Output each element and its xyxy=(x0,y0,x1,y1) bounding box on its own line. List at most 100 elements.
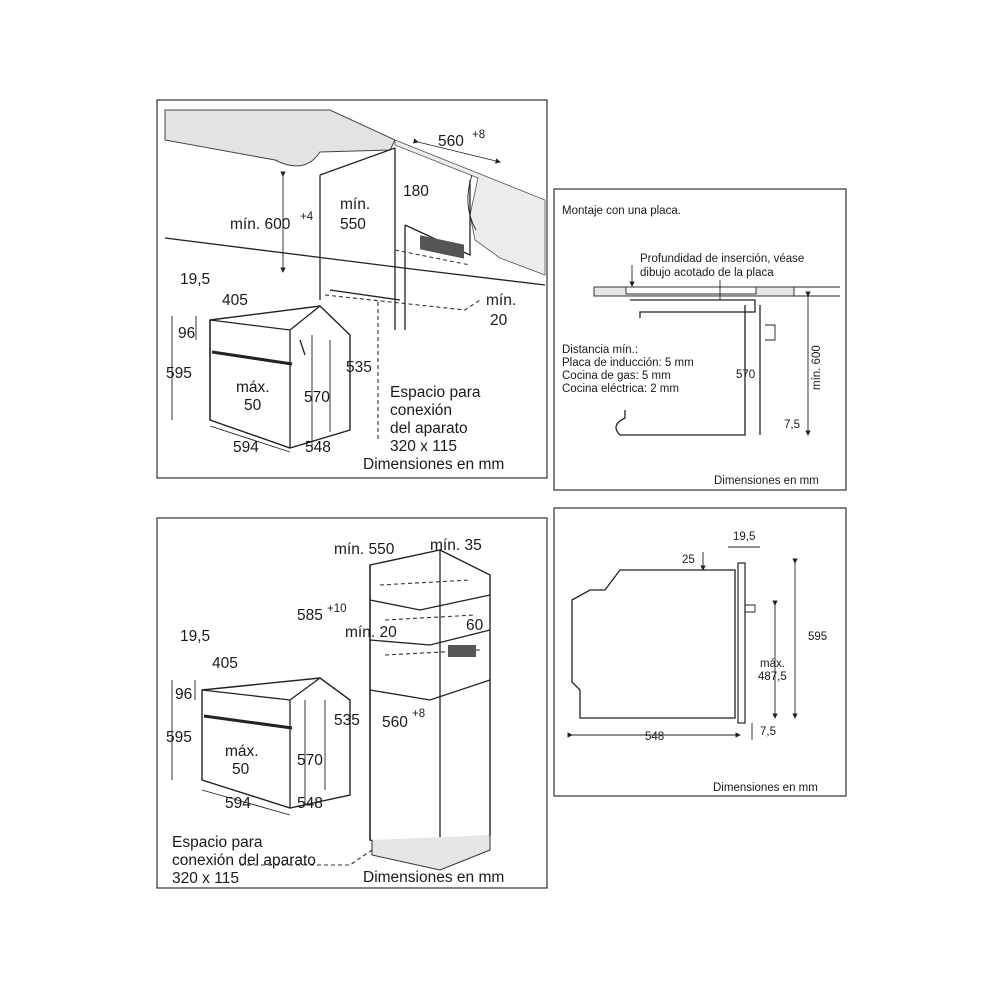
panel2-title: Montaje con una placa. xyxy=(562,205,681,217)
dim-96-p3: 96 xyxy=(175,686,192,703)
oven-dimension-lines-1 xyxy=(171,316,331,453)
dim-585-tol-p3: +10 xyxy=(327,603,347,615)
espacio3-line-2: conexión del aparato xyxy=(172,852,316,869)
dim-min20-a: mín. xyxy=(486,292,516,309)
dim-min20-b: 20 xyxy=(490,312,508,329)
dim-180: 180 xyxy=(403,183,429,200)
dim-570: 570 xyxy=(304,389,330,406)
dim-line-560 xyxy=(412,138,501,164)
dim-min600: mín. 600 xyxy=(230,216,291,233)
dim-min35-p3: mín. 35 xyxy=(430,537,482,554)
door-knob-profile xyxy=(745,604,756,613)
oven-control-1 xyxy=(299,339,306,356)
dim-19-5-p3: 19,5 xyxy=(180,628,210,645)
oven-handle-1 xyxy=(211,350,293,366)
panel-tall-cabinet: mín. 550 mín. 35 585 +10 mín. 20 60 560 … xyxy=(156,517,548,889)
dim-595: 595 xyxy=(166,365,192,382)
oven-front-1 xyxy=(209,305,321,448)
dim-405-p3: 405 xyxy=(212,655,238,672)
panel-hob-mounting: Montaje con una placa. Profundidad de in… xyxy=(553,188,847,491)
hob-underside xyxy=(630,299,756,318)
dim-535-p3: 535 xyxy=(334,712,360,729)
dim-560-p3: 560 xyxy=(382,714,408,731)
units-label-3: Dimensiones en mm xyxy=(363,869,504,886)
oven-profile xyxy=(571,569,736,719)
oven-door-profile xyxy=(737,562,746,724)
floor-line xyxy=(164,237,546,286)
dim-535: 535 xyxy=(346,359,372,376)
hob xyxy=(625,286,757,295)
tall-cabinet xyxy=(369,549,491,856)
dim-min550-p3: mín. 550 xyxy=(334,541,395,558)
units-label-4: Dimensiones en mm xyxy=(713,782,818,794)
dim-7-5-p4: 7,5 xyxy=(760,726,776,738)
dim-585-p3: 585 xyxy=(297,607,323,624)
oven-front-3 xyxy=(201,677,321,808)
dim-25-p4: 25 xyxy=(682,554,695,566)
dim-595-p4: 595 xyxy=(808,631,827,643)
tall-cabinet-shelves xyxy=(369,594,491,701)
dist-line-3: Cocina de gas: 5 mm xyxy=(562,370,671,382)
dim-7-5-p2: 7,5 xyxy=(784,419,800,431)
dim-594: 594 xyxy=(233,439,259,456)
units-label-2: Dimensiones en mm xyxy=(714,475,819,487)
dim-594-p3: 594 xyxy=(225,795,251,812)
dim-max-a-p4: máx. xyxy=(760,658,785,670)
panel-2-frame xyxy=(553,188,847,491)
dim-max50-b: 50 xyxy=(244,397,262,414)
panel-side-view: 19,5 25 595 máx. 487,5 548 7,5 Dimension… xyxy=(553,507,847,797)
countertop-extension xyxy=(794,286,840,297)
dim-548: 548 xyxy=(305,439,331,456)
dim-405: 405 xyxy=(222,292,248,309)
niche-dashed xyxy=(324,249,481,311)
dist-line-1: Distancia mín.: xyxy=(562,344,638,356)
dim-min600-p2: mín. 600 xyxy=(811,345,823,390)
dim-595-p3: 595 xyxy=(166,729,192,746)
espacio-line-4: 320 x 115 xyxy=(390,438,457,455)
espacio3-line-1: Espacio para xyxy=(172,834,263,851)
cabinet-side xyxy=(404,180,471,330)
dim-548-p4: 548 xyxy=(645,731,664,743)
dim-560-tol-p3: +8 xyxy=(412,708,425,720)
cabinet-opening xyxy=(319,147,401,330)
dim-min550-b: 550 xyxy=(340,216,366,233)
dim-560: 560 xyxy=(438,133,464,150)
countertop xyxy=(164,109,396,167)
dim-min600-tol: +4 xyxy=(300,211,314,223)
dim-570-p3: 570 xyxy=(297,752,323,769)
dim-max50-a: máx. xyxy=(236,379,270,396)
oven-body-1 xyxy=(209,305,351,449)
panel2-note-a: Profundidad de inserción, véase xyxy=(640,253,804,265)
connection-area-3 xyxy=(448,645,476,657)
panel2-note-b: dibujo acotado de la placa xyxy=(640,267,774,279)
dim-60-p3: 60 xyxy=(466,617,484,634)
dim-max-b-p4: 487,5 xyxy=(758,671,787,683)
espacio-line-1: Espacio para xyxy=(390,384,481,401)
dim-570-p2: 570 xyxy=(736,369,755,381)
dist-line-2: Placa de inducción: 5 mm xyxy=(562,357,694,369)
oven-side-2 xyxy=(615,305,746,436)
tall-cabinet-edges xyxy=(369,550,441,855)
dim-548-p3: 548 xyxy=(297,795,323,812)
connection-area xyxy=(420,235,464,259)
dim-max50-b-p3: 50 xyxy=(232,761,250,778)
connection-leader-3 xyxy=(240,849,373,866)
wall-break xyxy=(467,174,477,231)
oven-dimension-lines-3 xyxy=(171,680,326,816)
espacio-line-3: del aparato xyxy=(390,420,468,437)
dim-min20-p3: mín. 20 xyxy=(345,624,397,641)
oven-control-2 xyxy=(765,324,776,341)
panel-undercounter: 560 +8 mín. 600 +4 mín. 550 180 mín. 20 … xyxy=(156,99,548,479)
dim-max50-a-p3: máx. xyxy=(225,743,259,760)
dist-line-4: Cocina eléctrica: 2 mm xyxy=(562,383,679,395)
dim-96: 96 xyxy=(178,325,195,342)
dim-19-5-p4: 19,5 xyxy=(733,531,755,543)
dim-min550-a: mín. xyxy=(340,196,370,213)
oven-handle-3 xyxy=(203,714,293,730)
espacio-line-2: conexión xyxy=(390,402,452,419)
units-label-1: Dimensiones en mm xyxy=(363,456,504,473)
dim-19-5: 19,5 xyxy=(180,271,210,288)
dim-560-tol: +8 xyxy=(472,129,485,141)
espacio3-line-3: 320 x 115 xyxy=(172,870,239,887)
